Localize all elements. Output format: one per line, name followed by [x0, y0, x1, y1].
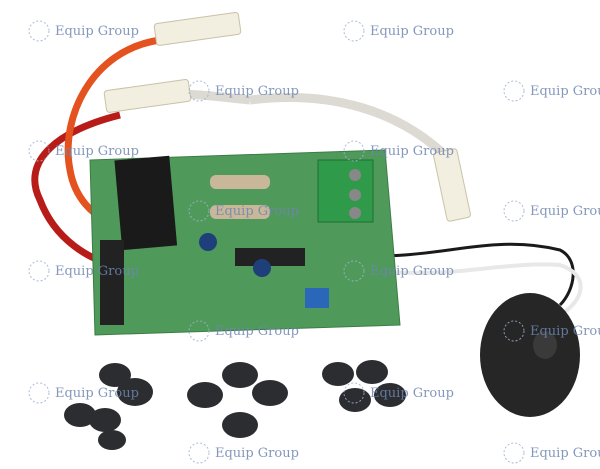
watermark: Equip Group: [343, 382, 454, 404]
globe-icon: [188, 80, 210, 102]
globe-icon: [343, 140, 365, 162]
watermark: Equip Group: [28, 260, 139, 282]
watermark: Equip Group: [28, 382, 139, 404]
globe-icon: [188, 320, 210, 342]
watermark: Equip Group: [343, 20, 454, 42]
watermark: Equip Group: [28, 20, 139, 42]
globe-icon: [343, 260, 365, 282]
globe-icon: [28, 20, 50, 42]
ic-chip: [235, 248, 305, 266]
watermark: Equip Group: [503, 442, 600, 464]
globe-icon: [28, 260, 50, 282]
trimmer: [305, 288, 329, 308]
resistor: [210, 205, 270, 219]
globe-icon: [28, 382, 50, 404]
watermark: Equip Group: [188, 442, 299, 464]
globe-icon: [188, 442, 210, 464]
orange-wire: [64, 36, 161, 224]
globe-icon: [343, 382, 365, 404]
watermark: Equip Group: [503, 320, 600, 342]
magnets: [64, 360, 406, 450]
globe-icon: [188, 200, 210, 222]
watermark: Equip Group: [503, 80, 600, 102]
watermark: Equip Group: [188, 80, 299, 102]
watermark: Equip Group: [188, 320, 299, 342]
relay: [114, 155, 178, 251]
red-wire: [31, 111, 121, 269]
globe-icon: [503, 442, 525, 464]
connector-top: [153, 12, 242, 46]
globe-icon: [503, 320, 525, 342]
watermark: Equip Group: [28, 140, 139, 162]
globe-icon: [343, 20, 365, 42]
globe-icon: [503, 80, 525, 102]
watermark: Equip Group: [343, 260, 454, 282]
sensor-disc: [480, 293, 580, 417]
terminal-block: [317, 159, 374, 223]
globe-icon: [503, 200, 525, 222]
capacitor: [199, 233, 217, 251]
watermark: Equip Group: [188, 200, 299, 222]
black-bar: [100, 240, 124, 325]
resistor: [210, 175, 270, 189]
connector-mid: [103, 79, 192, 113]
white-wire: [249, 93, 454, 164]
connector-right: [433, 148, 471, 222]
watermark: Equip Group: [503, 200, 600, 222]
watermark: Equip Group: [343, 140, 454, 162]
globe-icon: [28, 140, 50, 162]
capacitor: [253, 259, 271, 277]
